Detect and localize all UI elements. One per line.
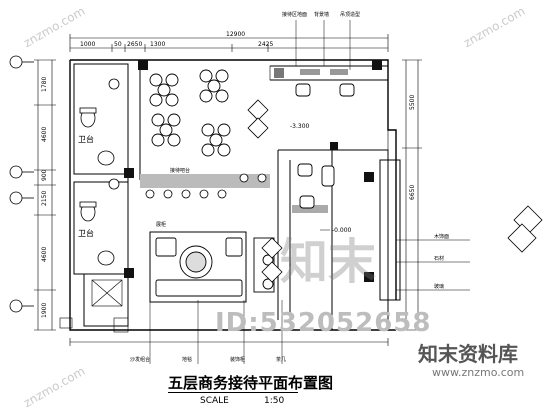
dining-table-sets	[149, 69, 231, 157]
callout-right-1: 木饰面	[434, 233, 449, 240]
table-set-3	[151, 113, 181, 147]
room-label-toilet-1: 卫台	[78, 134, 94, 144]
dim-left-seg-5: 4600	[41, 247, 48, 262]
callout-bottom-1: 沙发组合	[130, 356, 150, 363]
room-label-toilet-2: 卫台	[78, 228, 94, 238]
lounge-chairs	[295, 83, 355, 209]
left-dimension-chain	[34, 59, 56, 331]
top-dimension-chain	[69, 34, 389, 52]
dim-left-seg-2: 4600	[41, 127, 48, 142]
wall-hatch-bands	[140, 68, 348, 213]
callout-bottom-3: 装饰柜	[230, 356, 245, 363]
callout-mid-1: 接待吧台	[170, 167, 190, 174]
level-mark-side: -0.000	[332, 227, 352, 234]
dim-top-seg-1: 1000	[80, 41, 95, 48]
callout-bottom-2: 地毯	[182, 356, 192, 363]
right-leaders	[320, 229, 470, 291]
dim-left-seg-1: 1780	[41, 77, 48, 92]
bottom-leaders	[149, 300, 283, 364]
watermark-url: www.znzmo.com	[432, 366, 525, 379]
callout-top-3: 吊顶造型	[340, 11, 360, 18]
scale-label: SCALE	[200, 396, 229, 406]
table-set-1	[149, 73, 179, 107]
level-mark-main: -3.300	[290, 123, 310, 130]
watermark-brand: 知末资料库	[418, 342, 518, 366]
bar-stools	[145, 173, 267, 199]
callout-right-3: 玻璃	[434, 283, 444, 290]
sofa-set	[155, 237, 243, 297]
watermark-id: ID:532052658	[215, 308, 432, 338]
title-underline	[168, 392, 298, 393]
axis-markers-left	[9, 55, 34, 313]
storage-hatch	[59, 279, 129, 333]
dim-right-seg-1: 5500	[409, 95, 416, 110]
callout-bottom-4: 茶几	[276, 356, 286, 363]
drawing-title: 五层商务接待平面布置图	[168, 374, 334, 392]
callout-top-1: 接待区地面	[282, 11, 307, 18]
dim-top-seg-2: 50	[114, 41, 122, 48]
table-set-2	[199, 69, 229, 103]
dim-top-seg-4: 1300	[150, 41, 165, 48]
bottom-dimension-chain	[69, 338, 389, 346]
callout-top-2: 背景墙	[314, 11, 329, 18]
dim-left-seg-3: 900	[41, 169, 48, 181]
dim-right-seg-2: 6650	[409, 185, 416, 200]
scale-value: 1:50	[264, 396, 285, 406]
callout-mid-2: 展柜	[156, 221, 166, 228]
right-dimension-chain	[402, 59, 422, 331]
toilet-fixtures	[79, 78, 120, 266]
structural-columns	[124, 60, 382, 282]
watermark-large: 知末	[280, 234, 377, 290]
dim-top-seg-5: 2425	[258, 41, 273, 48]
dim-top-seg-3: 2650	[127, 41, 142, 48]
dim-top-overall: 12900	[226, 31, 245, 38]
dim-left-seg-4: 2150	[41, 191, 48, 206]
callout-right-2: 石材	[434, 255, 444, 262]
table-set-4	[201, 123, 231, 157]
elevation-callouts	[247, 99, 543, 283]
top-leaders	[295, 20, 351, 70]
dim-left-seg-6: 1900	[41, 303, 48, 318]
